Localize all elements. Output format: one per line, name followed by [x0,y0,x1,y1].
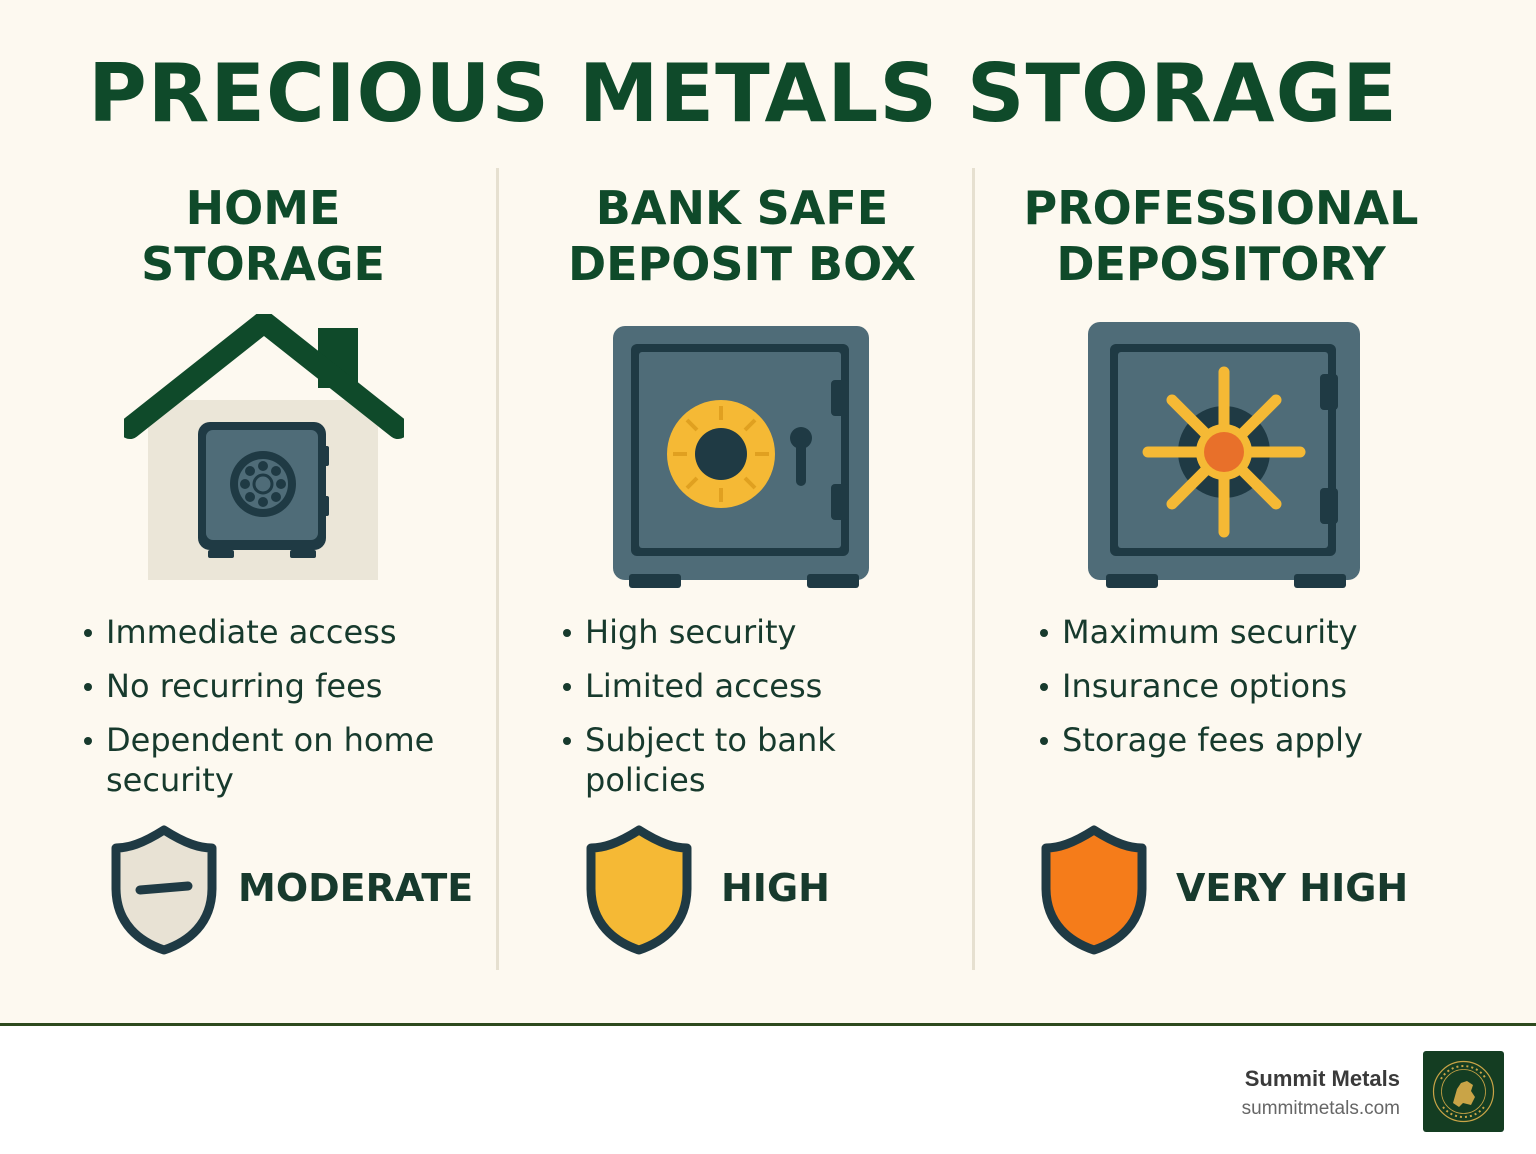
brand-url[interactable]: summitmetals.com [1241,1098,1400,1119]
page-title: PRECIOUS METALS STORAGE [88,47,1398,140]
home-storage-column: HOME STORAGE Immediate access No recurri… [24,180,502,980]
list-item: Insurance options [1036,666,1442,706]
list-item: Dependent on home security [80,720,466,800]
rating-label: MODERATE [238,866,474,910]
rating-label: VERY HIGH [1176,866,1409,910]
professional-depository-column: PROFESSIONAL DEPOSITORY Maximum security… [982,180,1460,980]
footer: Summit Metals summitmetals.com [0,1026,1536,1154]
safe-icon [613,326,869,588]
column-title-line: DEPOSIT BOX [567,237,917,291]
column-title-line: DEPOSITORY [1056,237,1386,291]
list-item: Maximum security [1036,612,1442,652]
column-title-line: PROFESSIONAL [1023,181,1419,235]
column-divider [496,168,499,970]
shield-icon [1041,825,1147,955]
bank-safe-column: BANK SAFE DEPOSIT BOX High security Limi… [503,180,981,980]
column-title: PROFESSIONAL DEPOSITORY [982,180,1460,292]
column-title: BANK SAFE DEPOSIT BOX [503,180,981,292]
list-item: Storage fees apply [1036,720,1442,760]
column-divider [972,168,975,970]
column-title: HOME STORAGE [24,180,502,292]
brand-logo [1423,1051,1504,1132]
feature-list: Immediate access No recurring fees Depen… [80,612,486,814]
lion-crest-icon [1432,1060,1495,1123]
footer-divider [0,1023,1536,1026]
list-item: Subject to bank policies [559,720,885,800]
column-title-line: HOME [185,181,341,235]
rating-label: HIGH [721,866,830,910]
list-item: No recurring fees [80,666,486,706]
list-item: Limited access [559,666,965,706]
brand-name: Summit Metals [1244,1066,1400,1091]
vault-icon [1088,322,1360,588]
list-item: Immediate access [80,612,486,652]
feature-list: Maximum security Insurance options Stora… [1036,612,1442,774]
shield-icon [586,825,692,955]
house-safe-icon [124,314,404,580]
feature-list: High security Limited access Subject to … [559,612,965,814]
column-title-line: BANK SAFE [595,181,889,235]
list-item: High security [559,612,965,652]
column-title-line: STORAGE [141,237,385,291]
shield-minus-icon [111,825,217,955]
